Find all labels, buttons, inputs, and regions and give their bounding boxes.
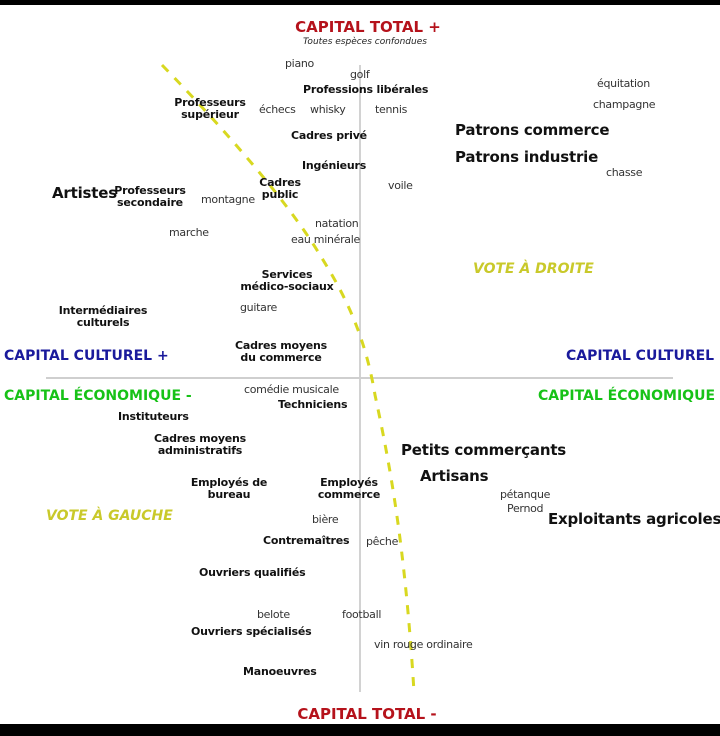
practice-label: champagne <box>593 98 656 111</box>
vote-right-label: VOTE À DROITE <box>473 261 594 277</box>
practice-label: comédie musicale <box>244 383 339 396</box>
axis-total-plus: CAPITAL TOTAL + <box>295 18 441 36</box>
practice-label: chasse <box>606 166 643 179</box>
axis-economic-plus: CAPITAL ÉCONOMIQUE <box>538 388 716 404</box>
profession-label: Ingénieurs <box>302 159 367 172</box>
practice-label: bière <box>312 513 339 526</box>
profession-label: Contremaîtres <box>263 534 350 547</box>
profession-label: Professions libérales <box>303 83 429 96</box>
profession-label: Exploitants agricoles <box>548 510 720 528</box>
profession-label: Petits commerçants <box>401 441 567 459</box>
practice-label: pétanque <box>500 488 551 501</box>
profession-label: Ouvriers qualifiés <box>199 566 306 579</box>
practice-label: tennis <box>375 103 408 116</box>
axis-cultural-plus: CAPITAL CULTUREL + <box>4 348 169 364</box>
practice-label: voile <box>388 179 413 192</box>
profession-label: Artistes <box>52 184 117 202</box>
practice-label: golf <box>350 68 370 81</box>
vote-divide-line <box>160 63 416 693</box>
practice-label: football <box>342 608 382 621</box>
profession-label: Ouvriers spécialisés <box>191 625 312 638</box>
practice-label: échecs <box>259 103 296 116</box>
profession-label: Artisans <box>420 467 489 485</box>
axis-total-minus: CAPITAL TOTAL - <box>297 705 437 723</box>
practice-label: vin rouge ordinaire <box>374 638 473 651</box>
profession-label: Employés commerce <box>317 476 381 501</box>
social-space-diagram: CAPITAL TOTAL + Toutes espèces confondue… <box>0 5 720 724</box>
practice-label: piano <box>285 57 314 70</box>
practice-label: pêche <box>366 535 399 548</box>
practice-label: montagne <box>201 193 255 206</box>
profession-label: Professeurs secondaire <box>114 184 186 209</box>
axis-subtitle: Toutes espèces confondues <box>303 37 427 47</box>
profession-label: Cadres public <box>259 176 301 201</box>
profession-label: Cadres moyens administratifs <box>153 432 247 457</box>
practice-label: marche <box>169 226 209 239</box>
profession-label: Intermédiaires culturels <box>58 304 148 329</box>
profession-label: Services médico-sociaux <box>240 268 334 293</box>
practice-label: belote <box>257 608 290 621</box>
practice-label: eau minérale <box>291 233 360 246</box>
profession-label: Cadres privé <box>291 129 367 142</box>
axis-cultural-minus: CAPITAL CULTUREL <box>566 348 715 364</box>
profession-label: Instituteurs <box>118 410 189 423</box>
practice-label: équitation <box>597 77 650 90</box>
profession-label: Patrons industrie <box>455 148 599 166</box>
profession-label: Techniciens <box>278 398 348 411</box>
diagram-lines <box>46 63 673 693</box>
axis-economic-minus: CAPITAL ÉCONOMIQUE - <box>4 388 192 404</box>
practice-label: natation <box>315 217 359 230</box>
profession-label: Employés de bureau <box>190 476 268 501</box>
profession-label: Patrons commerce <box>455 121 610 139</box>
profession-label: Professeurs supérieur <box>174 96 246 121</box>
profession-label: Cadres moyens du commerce <box>234 339 328 364</box>
vote-left-label: VOTE À GAUCHE <box>46 508 173 524</box>
practice-label: guitare <box>240 301 278 314</box>
practice-label: Pernod <box>507 502 544 515</box>
practice-label: whisky <box>310 103 346 116</box>
profession-label: Manoeuvres <box>243 665 317 678</box>
